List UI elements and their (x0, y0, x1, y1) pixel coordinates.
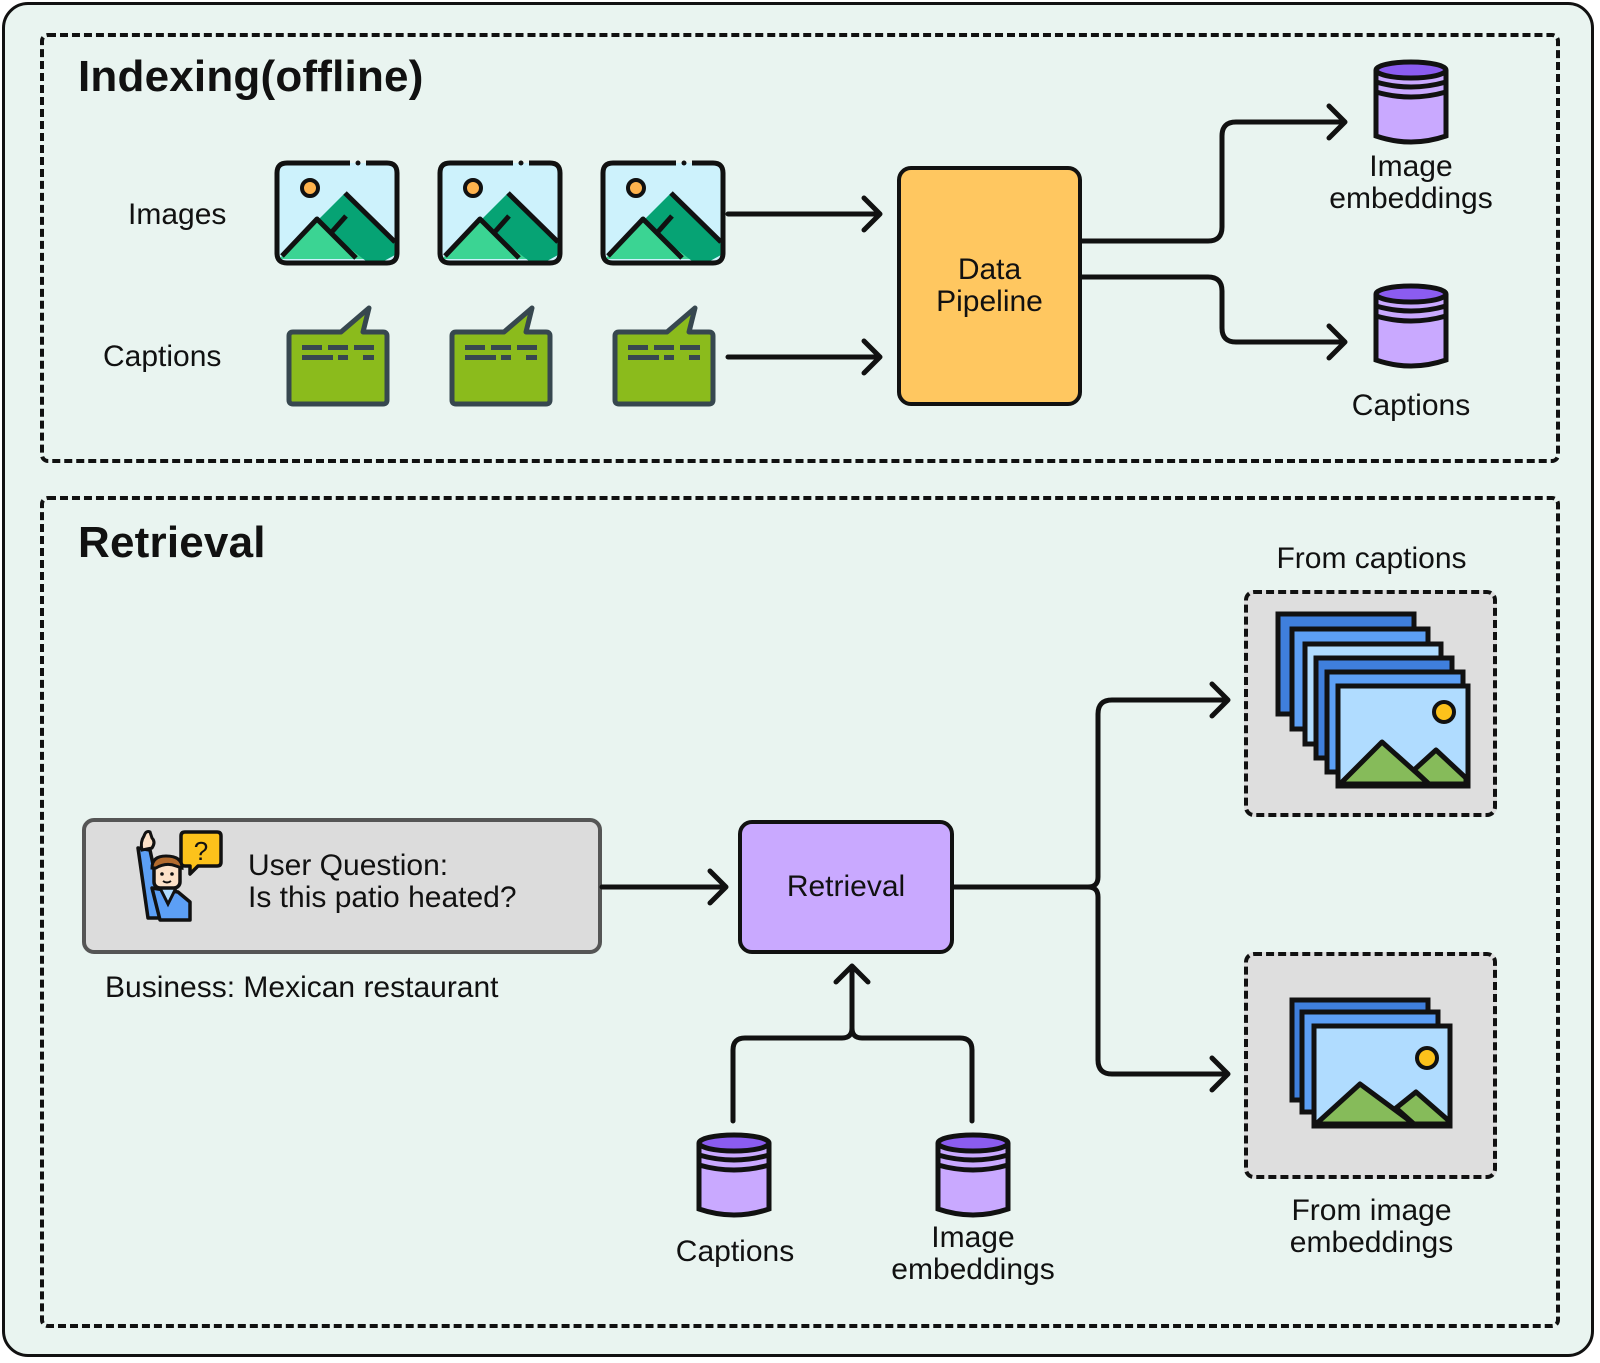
label-line2: embeddings (1289, 1226, 1454, 1259)
pipeline-label-line2: Pipeline (936, 285, 1043, 318)
captions-source-label: Captions (675, 1235, 795, 1268)
retrieval-box-label: Retrieval (786, 870, 906, 903)
database-icon (1373, 283, 1449, 369)
label-line1: Image (931, 1221, 1015, 1254)
label-line2: embeddings (1329, 182, 1493, 215)
pipeline-label-line1: Data (957, 253, 1022, 286)
arrow-pipeline-to-captions-db (1079, 274, 1348, 361)
caption-bubble-icon (449, 305, 553, 407)
arrow-question-to-retrieval (599, 868, 729, 906)
label-line2: embeddings (891, 1253, 1055, 1286)
arrow-captions-to-pipeline (725, 338, 883, 376)
data-pipeline-box: Data Pipeline (897, 166, 1082, 406)
arrow-sources-to-retrieval (730, 963, 975, 1124)
image-stack-icon (1275, 611, 1471, 789)
image-stack-icon (1289, 997, 1453, 1129)
user-question-box: ? User Question: Is this patio heated? (82, 818, 602, 954)
business-label: Business: Mexican restaurant (105, 971, 499, 1004)
from-image-embeddings-label: From image embeddings (1230, 1195, 1513, 1259)
svg-text:?: ? (194, 836, 208, 866)
indexing-title: Indexing(offline) (78, 52, 424, 101)
question-line2: Is this patio heated? (248, 881, 517, 914)
database-icon (1373, 59, 1449, 145)
image-embeddings-source-label: Image embeddings (868, 1222, 1078, 1286)
image-icon (274, 160, 400, 266)
retrieval-panel (40, 496, 1560, 1328)
retrieval-title: Retrieval (78, 518, 266, 567)
arrow-retrieval-to-results (951, 681, 1231, 1093)
captions-result-box (1244, 590, 1497, 817)
image-icon (437, 160, 563, 266)
database-icon (696, 1132, 772, 1218)
caption-bubble-icon (612, 305, 716, 407)
embeddings-result-box (1244, 952, 1497, 1179)
captions-output-label: Captions (1351, 389, 1471, 422)
captions-row-label: Captions (103, 340, 222, 373)
from-captions-label: From captions (1276, 542, 1467, 575)
question-text: User Question: Is this patio heated? (248, 850, 517, 914)
label-line1: Image (1369, 150, 1453, 183)
caption-bubble-icon (286, 305, 390, 407)
images-row-label: Images (128, 198, 227, 231)
arrow-images-to-pipeline (725, 195, 883, 233)
indexing-panel (40, 33, 1560, 463)
user-question-icon: ? (136, 830, 223, 922)
database-icon (935, 1132, 1011, 1218)
arrow-pipeline-to-image-embeddings (1079, 103, 1348, 244)
image-embeddings-output-label: Image embeddings (1300, 151, 1522, 215)
image-icon (600, 160, 726, 266)
retrieval-box: Retrieval (738, 820, 954, 954)
question-line1: User Question: (248, 849, 449, 882)
label-line1: From image (1291, 1194, 1452, 1227)
